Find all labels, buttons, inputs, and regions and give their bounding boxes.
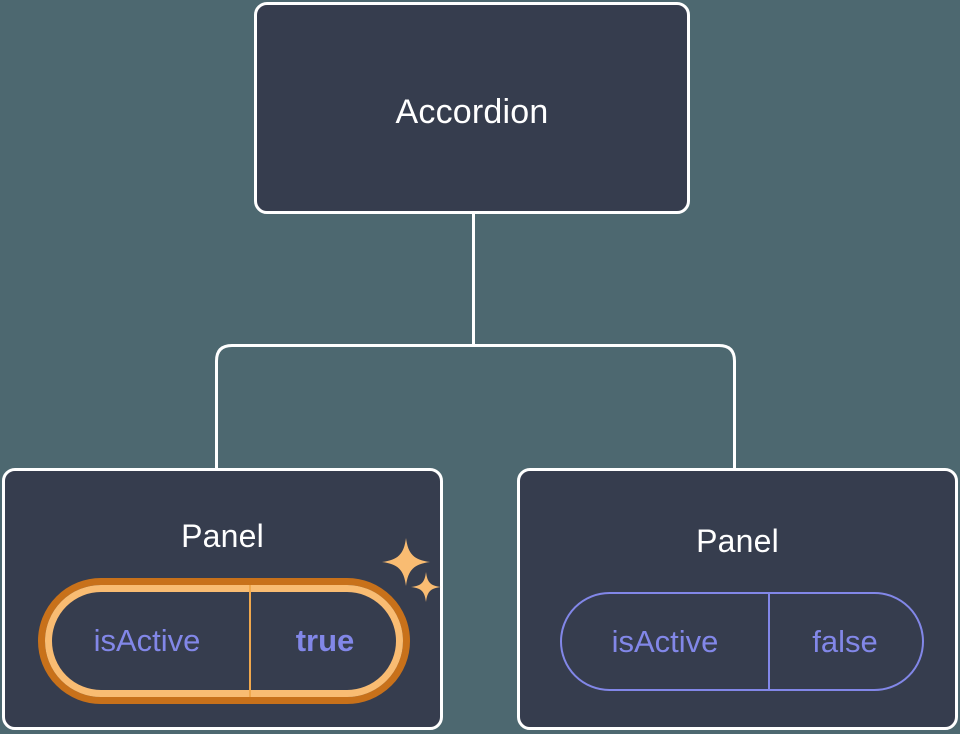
prop-value-false: false xyxy=(812,623,878,659)
prop-divider-active xyxy=(249,585,251,697)
node-label-panel-active: Panel xyxy=(181,518,264,554)
prop-pill-isactive-true[interactable]: isActive true xyxy=(38,578,410,704)
prop-key-isactive-false: isActive xyxy=(611,623,719,659)
prop-value-true: true xyxy=(295,623,355,658)
prop-key-isactive-true: isActive xyxy=(93,623,201,658)
prop-pill-isactive-false[interactable]: isActive false xyxy=(560,592,924,691)
node-label-accordion: Accordion xyxy=(395,93,549,131)
edge-branch-bar xyxy=(215,344,736,469)
prop-divider-inactive xyxy=(768,594,770,689)
tree-node-accordion[interactable]: Accordion xyxy=(254,2,690,214)
node-label-panel-inactive: Panel xyxy=(696,523,779,559)
